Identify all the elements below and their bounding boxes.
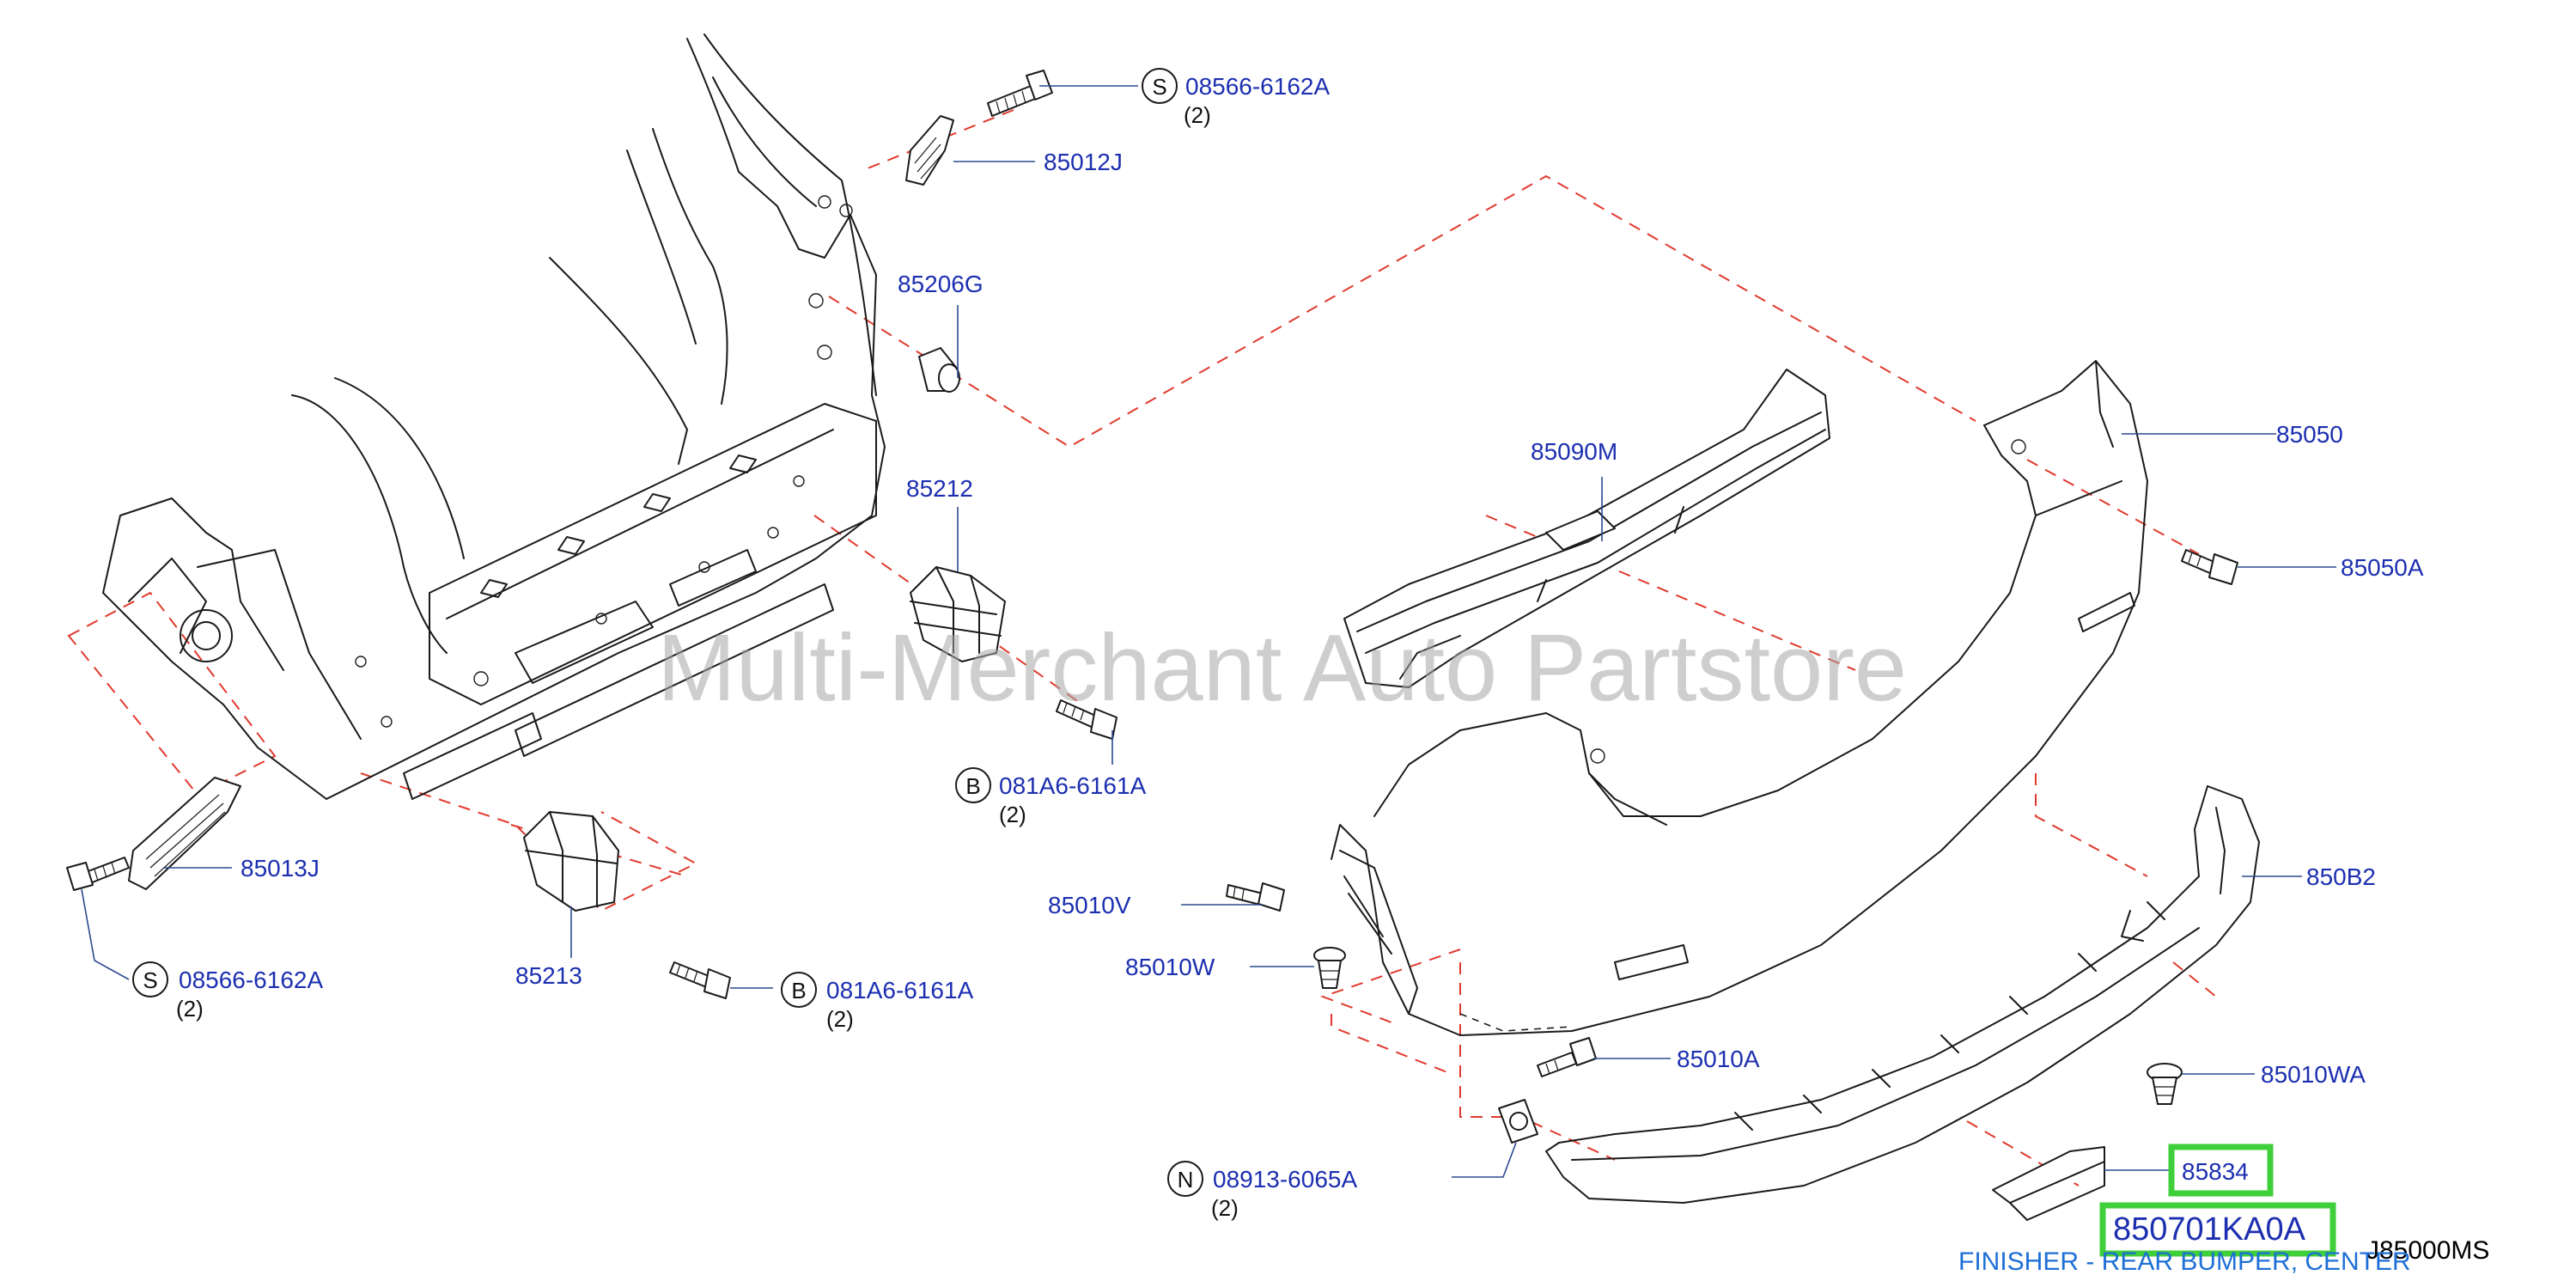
bolt-081A6-bottom-drawing: [669, 961, 731, 999]
bumper-85050-drawing: [1331, 360, 2148, 1036]
part-number[interactable]: 85050: [2276, 421, 2343, 448]
part-number[interactable]: 081A6-6161A: [826, 977, 974, 1004]
part-number[interactable]: 85090M: [1531, 438, 1617, 465]
callout-081A6-bottom[interactable]: B 081A6-6161A (2): [781, 972, 974, 1032]
callout-85010V[interactable]: 85010V: [1048, 892, 1131, 918]
bolt-85010V-drawing: [1226, 882, 1285, 912]
part-number[interactable]: 85213: [515, 962, 582, 989]
part-number[interactable]: 85010A: [1677, 1046, 1760, 1072]
part-number[interactable]: 85010WA: [2261, 1061, 2366, 1088]
highlight-box: [2168, 1144, 2274, 1197]
callout-symbol: S: [1152, 74, 1166, 100]
body-shell-drawing: [102, 34, 886, 800]
callout-85212[interactable]: 85212: [906, 475, 973, 502]
absorber-85090M-drawing: [1343, 369, 1830, 688]
symbol-circle: [955, 767, 991, 803]
mount-85212-drawing: [910, 566, 1006, 662]
nut-08913-drawing: [1498, 1099, 1538, 1144]
callout-85012J[interactable]: 85012J: [1044, 149, 1123, 175]
part-number[interactable]: 850701KA0A: [2113, 1211, 2306, 1248]
callout-85834-highlighted[interactable]: 85834: [2168, 1144, 2274, 1197]
highlight-box: [2099, 1202, 2336, 1257]
watermark-text: Multi-Merchant Auto Partstore: [657, 615, 1907, 721]
grommet-85206G-drawing: [918, 347, 960, 393]
part-number[interactable]: 85010V: [1048, 892, 1131, 918]
symbol-circle: [1167, 1161, 1203, 1197]
clip-85010W-drawing: [1313, 947, 1346, 989]
bracket-85012J-drawing: [905, 115, 954, 186]
symbol-circle: [781, 972, 817, 1008]
part-number[interactable]: 85050A: [2341, 554, 2424, 581]
part-number[interactable]: 85013J: [241, 855, 320, 882]
callout-081A6-mid[interactable]: B 081A6-6161A (2): [955, 767, 1147, 827]
callout-symbol: B: [791, 978, 806, 1004]
symbol-circle: [132, 961, 168, 997]
bracket-85013J-drawing: [128, 777, 241, 890]
diagram-code: J85000MS: [2366, 1236, 2489, 1265]
part-quantity: (2): [1184, 102, 1211, 128]
callout-85050[interactable]: 85050: [2276, 421, 2343, 448]
bolt-85050A-drawing: [2181, 549, 2238, 585]
callout-symbol: N: [1178, 1167, 1194, 1193]
part-number[interactable]: 85012J: [1044, 149, 1123, 175]
part-number[interactable]: 08566-6162A: [179, 967, 323, 993]
bolt-85010A-drawing: [1537, 1037, 1597, 1077]
callout-85010WA[interactable]: 85010WA: [2261, 1061, 2366, 1088]
callout-850B2[interactable]: 850B2: [2306, 863, 2376, 890]
part-number[interactable]: 85212: [906, 475, 973, 502]
part-number[interactable]: 85834: [2182, 1158, 2249, 1185]
symbol-circle: [1142, 68, 1178, 104]
callout-85213[interactable]: 85213: [515, 962, 582, 989]
part-quantity: (2): [1211, 1195, 1239, 1221]
leader-lines: [81, 85, 2336, 1178]
part-number[interactable]: 850B2: [2306, 863, 2376, 890]
clip-85010WA-drawing: [2147, 1063, 2183, 1105]
callout-symbol: S: [143, 967, 157, 993]
mount-85213-drawing: [523, 811, 619, 912]
bolt-08566-bottom-drawing: [66, 857, 130, 891]
callout-85010A[interactable]: 85010A: [1677, 1046, 1760, 1072]
part-number[interactable]: 85010W: [1125, 954, 1215, 980]
bolt-08566-top-drawing: [987, 70, 1053, 117]
callout-85050A[interactable]: 85050A: [2341, 554, 2424, 581]
callout-85206G[interactable]: 85206G: [898, 271, 984, 297]
callout-850701KA0A-highlighted[interactable]: 850701KA0A: [2099, 1202, 2336, 1257]
bracket-85834-drawing: [1992, 1146, 2105, 1221]
finisher-850B2-drawing: [1545, 785, 2260, 1204]
part-quantity: (2): [826, 1006, 854, 1032]
callout-08913[interactable]: N 08913-6065A (2): [1167, 1161, 1357, 1221]
part-quantity: (2): [999, 802, 1026, 827]
assembly-lines: [67, 109, 2217, 1187]
callout-symbol: B: [965, 773, 980, 799]
callout-85010W[interactable]: 85010W: [1125, 954, 1215, 980]
part-number[interactable]: 08913-6065A: [1213, 1166, 1357, 1193]
part-number[interactable]: 081A6-6161A: [999, 772, 1147, 799]
part-number[interactable]: 85206G: [898, 271, 984, 297]
callout-08566-top[interactable]: S 08566-6162A (2): [1142, 68, 1330, 128]
part-caption: FINISHER - REAR BUMPER, CENTER: [1958, 1248, 2411, 1275]
callout-85013J[interactable]: 85013J: [241, 855, 320, 882]
callout-85090M[interactable]: 85090M: [1531, 438, 1617, 465]
callout-08566-bottom[interactable]: S 08566-6162A (2): [132, 961, 323, 1022]
part-quantity: (2): [176, 996, 204, 1022]
part-number[interactable]: 08566-6162A: [1185, 73, 1330, 100]
